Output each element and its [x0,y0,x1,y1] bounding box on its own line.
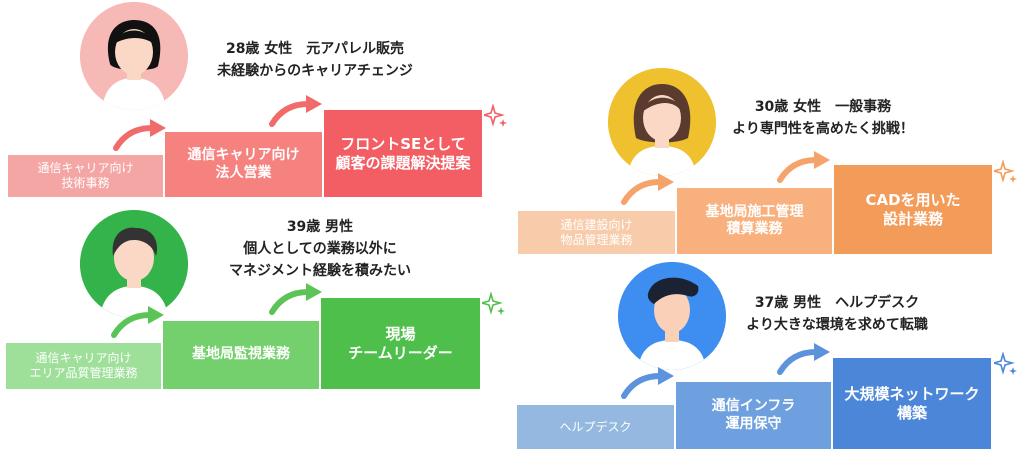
step-text: 顧客の課題解決提案 [335,153,471,172]
curved-arrow-icon [777,343,830,375]
panel-1-caption: 28歳 女性 元アパレル販売 未経験からのキャリアチェンジ [190,38,440,82]
man-avatar-icon [618,262,726,370]
woman-avatar-icon [80,2,188,110]
panel-2-caption: 39歳 男性 個人としての業務以外に マネジメント経験を積みたい [200,216,440,282]
step-text: ヘルプデスク [559,419,632,434]
caption-line: 個人としての業務以外に [243,241,397,257]
step-1: 通信キャリア向け技術事務 [8,155,163,197]
caption-line: 37歳 男性 ヘルプデスク [754,295,920,311]
sparkle-icon [482,292,505,315]
caption-line: マネジメント経験を積みたい [229,263,411,279]
curved-arrow-icon [113,119,166,151]
step-3: フロントSEとして顧客の課題解決提案 [324,110,482,197]
step-text: エリア品質管理業務 [29,366,138,380]
woman-avatar-icon [608,68,716,176]
step-text: 法人営業 [215,164,272,181]
step-text: 物品管理業務 [560,232,633,247]
panel-4-caption: 37歳 男性 ヘルプデスク より大きな環境を求めて転職 [722,292,952,336]
step-1: 通信建設向け物品管理業務 [518,211,675,254]
sparkle-icon [484,104,507,127]
step-2: 基地局施工管理積算業務 [677,188,832,254]
caption-line: 28歳 女性 元アパレル販売 [225,41,405,57]
man-avatar-icon [80,210,188,318]
man-avatar [618,262,726,370]
caption-line: 未経験からのキャリアチェンジ [217,63,413,79]
step-1: 通信キャリア向けエリア品質管理業務 [6,343,161,389]
step-2: 通信インフラ運用保守 [676,382,831,449]
curved-arrow-icon [777,151,830,183]
curved-arrow-icon [269,283,322,315]
curved-arrow-icon [621,173,674,205]
curved-arrow-icon [269,95,322,127]
step-text: 大規模ネットワーク [844,384,980,403]
step-2: 基地局監視業務 [163,321,319,389]
step-text: 設計業務 [882,209,943,228]
step-2: 通信キャリア向け法人営業 [165,132,322,197]
step-text: 通信キャリア向け [35,351,132,365]
step-3: CADを用いた設計業務 [834,165,992,254]
sparkle-icon [994,160,1017,183]
caption-line: より専門性を高めたく挑戦！ [732,121,914,137]
step-text: 現場 [385,324,416,343]
step-text: 運用保守 [725,415,782,432]
step-text: CADを用いた [865,190,961,209]
sparkle-icon [994,352,1017,375]
step-text: フロントSEとして [340,134,466,153]
caption-line: 39歳 男性 [286,219,354,235]
caption-line: より大きな環境を求めて転職 [746,317,928,333]
step-3: 大規模ネットワーク構築 [833,358,991,449]
curved-arrow-icon [621,367,674,399]
step-text: 技術事務 [61,176,110,190]
woman-avatar [80,2,188,110]
step-text: 通信キャリア向け [187,147,300,163]
step-text: 通信建設向け [560,217,633,232]
step-text: チームリーダー [348,343,453,362]
step-text: 通信キャリア向け [37,161,134,175]
step-3: 現場チームリーダー [321,298,480,389]
caption-line: 30歳 女性 一般事務 [754,99,892,115]
woman-avatar [608,68,716,176]
panel-3-caption: 30歳 女性 一般事務 より専門性を高めたく挑戦！ [718,96,928,140]
step-text: 通信インフラ [711,398,796,414]
curved-arrow-icon [111,306,164,338]
step-1: ヘルプデスク [517,405,674,449]
step-text: 基地局施工管理 [705,203,804,220]
step-text: 構築 [896,403,927,422]
step-text: 積算業務 [726,221,783,237]
step-text: 基地局監視業務 [192,346,290,363]
man-avatar [80,210,188,318]
